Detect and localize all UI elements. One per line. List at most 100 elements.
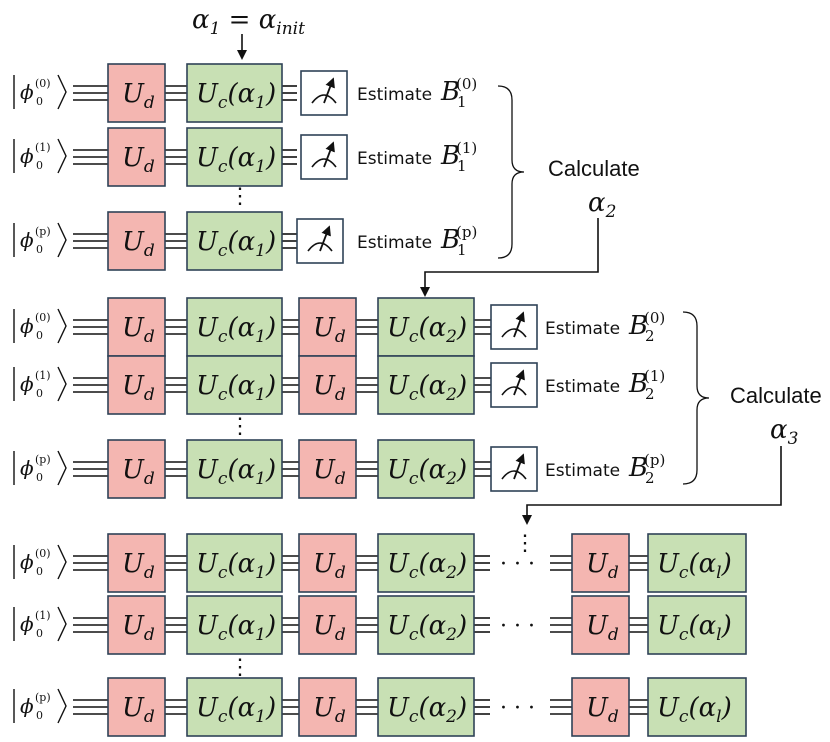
ket-subscript: 0: [36, 709, 43, 722]
measurement-meter-icon: [490, 304, 538, 350]
alpha-init-text: α1 = αinit: [192, 5, 305, 39]
ud-gate: Ud: [107, 355, 166, 415]
ket-superscript: (0): [35, 547, 51, 560]
input-ket: ϕ(1)0: [13, 138, 67, 174]
uc-gate-label: Uc(αl): [657, 549, 732, 583]
uc-gate: Uc(α1): [186, 355, 283, 415]
uc-gate-box: [186, 439, 283, 499]
ket-subscript: 0: [36, 471, 43, 484]
curly-brace: [497, 85, 525, 259]
uc-gate: Uc(α2): [377, 297, 475, 357]
ket-angle: [57, 606, 67, 642]
ket-superscript: (1): [35, 609, 51, 622]
feedback-arrow-alpha2: [420, 218, 599, 297]
ket-angle: [57, 366, 67, 402]
vertical-ellipsis: ⋮: [514, 531, 536, 556]
meter-needle: [513, 369, 525, 396]
vertical-ellipsis: ⋮: [229, 414, 251, 439]
ud-gate-box: [298, 297, 357, 357]
ket-phi: ϕ: [20, 228, 34, 252]
uc-gate: Uc(α1): [186, 533, 283, 593]
ud-gate-label: Ud: [313, 371, 346, 405]
ud-gate-box: [107, 127, 166, 187]
ket-angle: [57, 222, 67, 258]
ket-phi: ϕ: [20, 144, 34, 168]
measurement-meter-icon: [490, 362, 538, 408]
uc-gate: Uc(α2): [377, 595, 475, 655]
uc-gate-box: [377, 439, 475, 499]
uc-gate-label: Uc(αl): [657, 611, 732, 645]
ud-gate: Ud: [298, 533, 357, 593]
uc-gate: Uc(α1): [186, 297, 283, 357]
uc-gate-label: Uc(α1): [196, 611, 276, 645]
estimate-word: Estimate: [545, 461, 620, 481]
meter-box: [300, 134, 348, 180]
meter-arc: [501, 386, 527, 396]
feedback-arrow-alpha3: [522, 446, 782, 525]
ud-gate-box: [107, 439, 166, 499]
uc-gate: Uc(α1): [186, 127, 283, 187]
uc-gate-label: Uc(α1): [196, 455, 276, 489]
ket-angle: [57, 688, 67, 724]
estimate-var: B: [440, 141, 460, 171]
estimate-word: Estimate: [357, 149, 432, 169]
uc-gate: Uc(αl): [647, 677, 747, 737]
input-ket: ϕ(p)0: [13, 450, 67, 486]
uc-gate: Uc(αl): [647, 595, 747, 655]
estimate-subscript: 1: [457, 93, 467, 111]
uc-gate-label: Uc(α1): [196, 371, 276, 405]
estimate-word: Estimate: [357, 85, 432, 105]
uc-gate: Uc(α2): [377, 355, 475, 415]
ud-gate-label: Ud: [586, 693, 619, 727]
ket-angle: [57, 450, 67, 486]
uc-gate-box: [377, 677, 475, 737]
ket-phi: ϕ: [20, 694, 34, 718]
ud-gate-box: [298, 533, 357, 593]
uc-gate-box: [647, 595, 747, 655]
uc-gate-label: Uc(α2): [387, 611, 467, 645]
ud-gate: Ud: [107, 439, 166, 499]
ket-subscript: 0: [36, 95, 43, 108]
uc-gate-label: Uc(α2): [387, 549, 467, 583]
curly-brace: [682, 311, 710, 485]
estimate-superscript: (1): [456, 139, 477, 157]
meter-arc: [311, 94, 337, 104]
estimate-superscript: (0): [456, 75, 477, 93]
ud-gate: Ud: [107, 677, 166, 737]
uc-gate-box: [186, 533, 283, 593]
calculate-word: Calculate: [548, 156, 640, 181]
ket-phi: ϕ: [20, 612, 34, 636]
measurement-meter-icon: [300, 134, 348, 180]
ud-gate: Ud: [298, 439, 357, 499]
uc-gate-label: Uc(α2): [387, 313, 467, 347]
input-ket: ϕ(1)0: [13, 366, 67, 402]
ud-gate: Ud: [298, 355, 357, 415]
ud-gate-label: Ud: [122, 227, 155, 261]
ket-phi: ϕ: [20, 314, 34, 338]
ud-gate: Ud: [571, 677, 630, 737]
uc-gate: Uc(α1): [186, 595, 283, 655]
estimate-superscript: (0): [644, 309, 665, 327]
ud-gate-label: Ud: [313, 313, 346, 347]
ud-gate: Ud: [107, 297, 166, 357]
estimate-word: Estimate: [545, 319, 620, 339]
meter-arc: [501, 470, 527, 480]
estimate-var: B: [440, 77, 460, 107]
input-ket: ϕ(1)0: [13, 606, 67, 642]
meter-arc: [311, 158, 337, 168]
uc-gate: Uc(α2): [377, 533, 475, 593]
ud-gate-label: Ud: [122, 549, 155, 583]
meter-arc: [501, 328, 527, 338]
ud-gate: Ud: [298, 297, 357, 357]
meter-box: [490, 446, 538, 492]
uc-gate: Uc(α2): [377, 439, 475, 499]
uc-gate-box: [377, 355, 475, 415]
uc-gate: Uc(α1): [186, 677, 283, 737]
estimate-label: Estimate B(0)1: [357, 75, 477, 111]
ud-gate-label: Ud: [586, 611, 619, 645]
meter-needle: [323, 77, 335, 104]
input-ket: ϕ(p)0: [13, 688, 67, 724]
ud-gate-box: [298, 595, 357, 655]
